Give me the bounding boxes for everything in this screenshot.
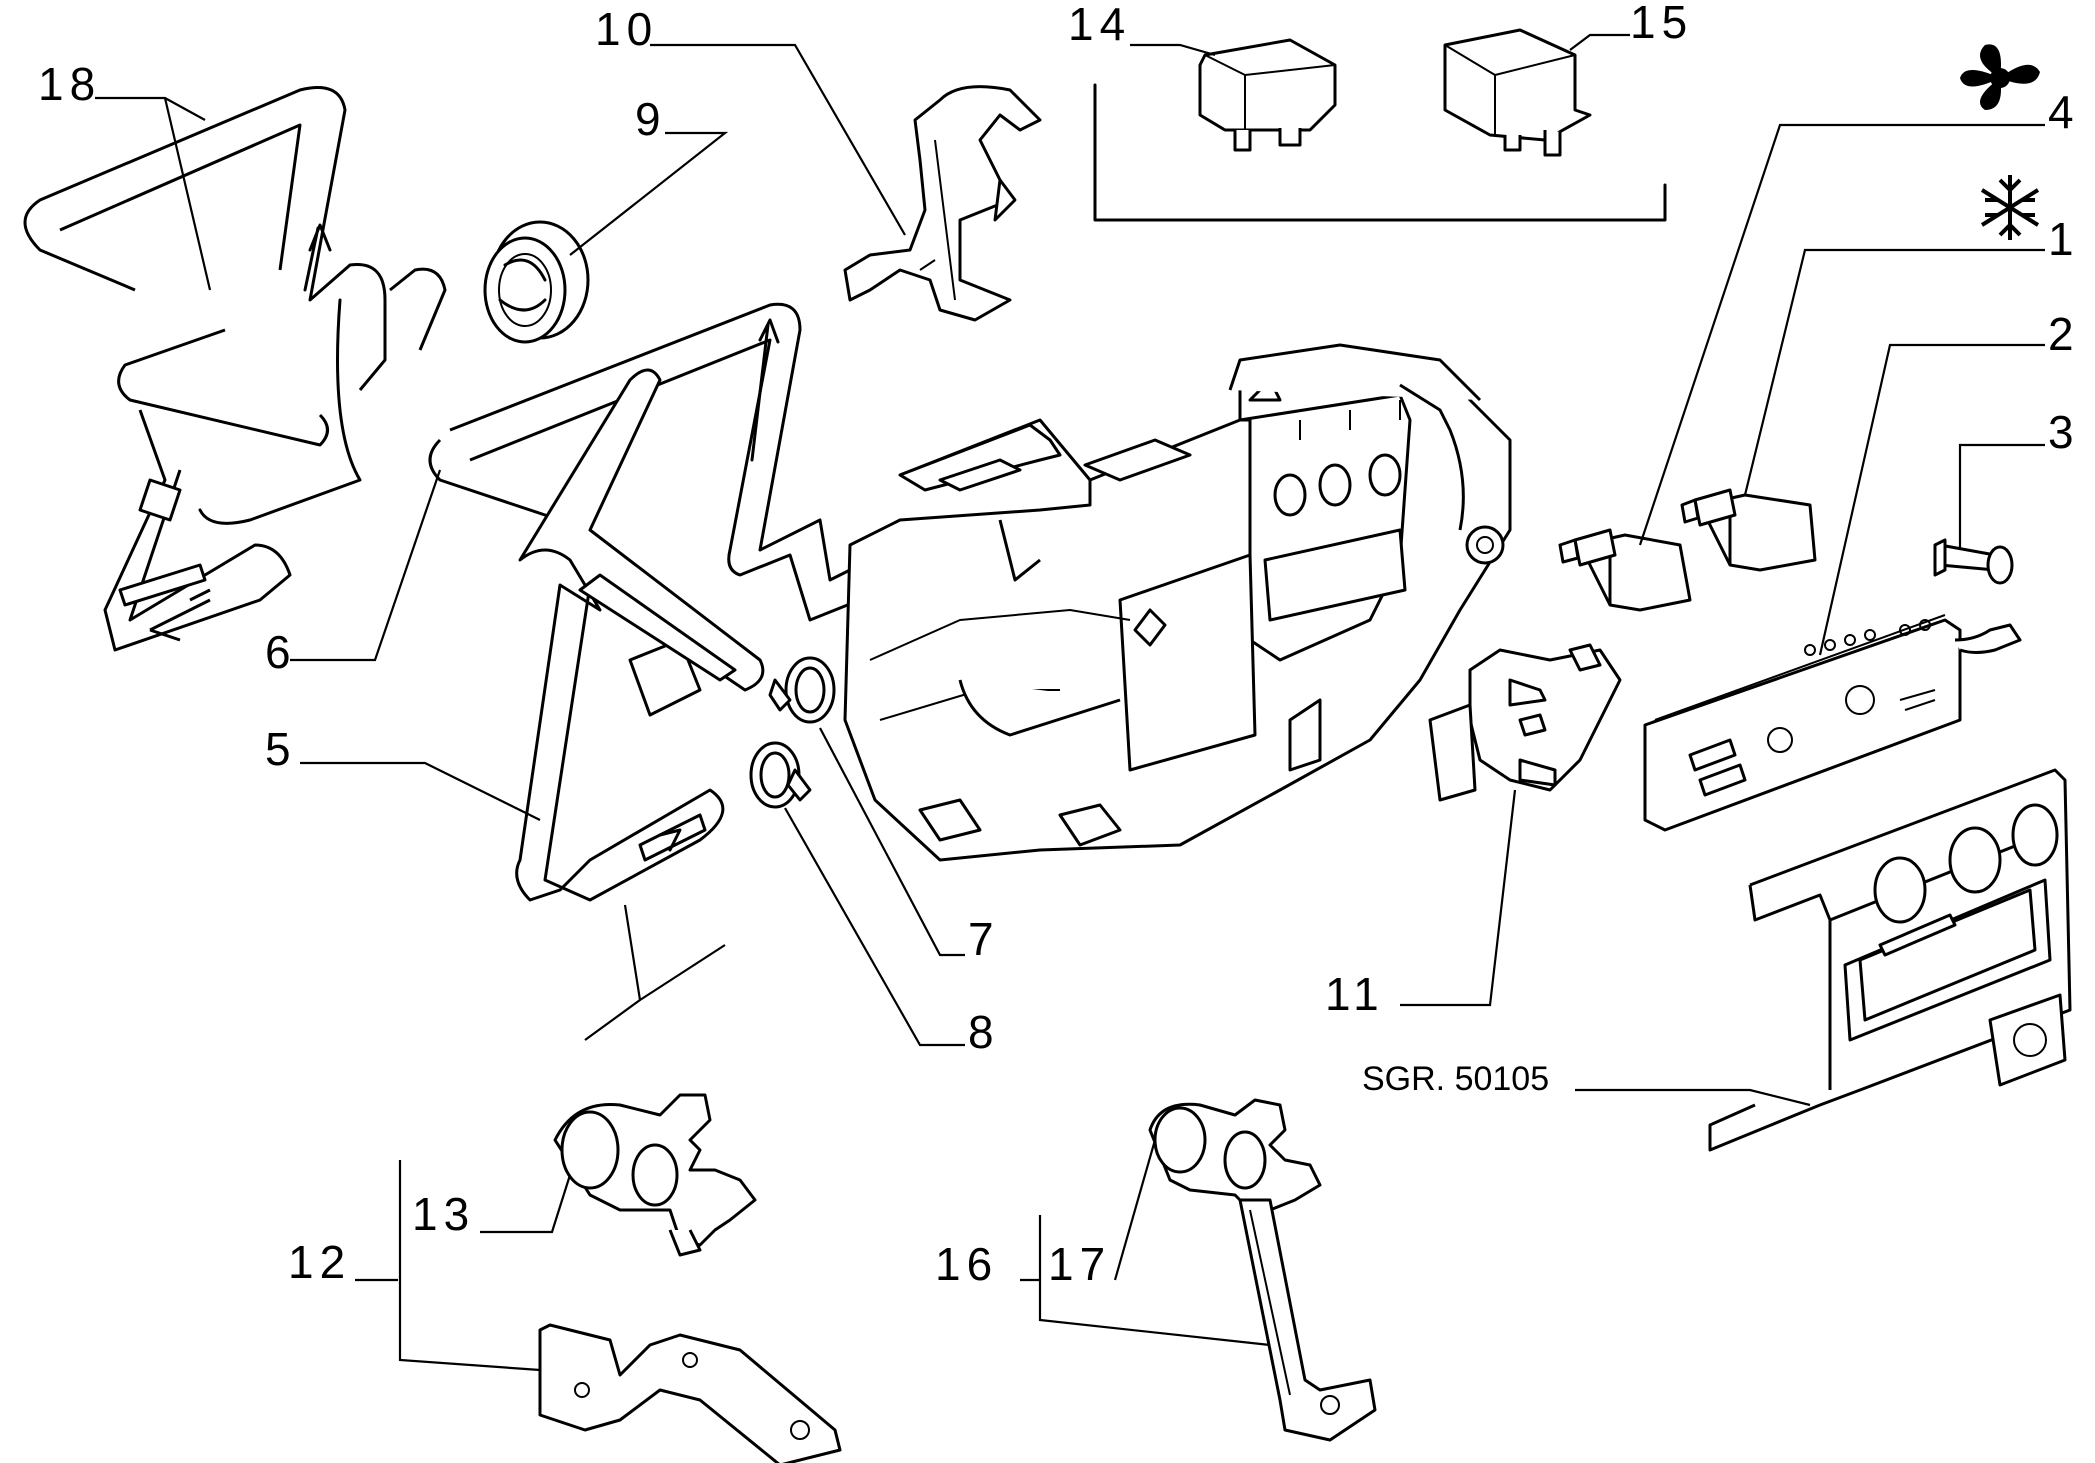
hose-clamp-7 (768, 656, 836, 724)
screw-3 (1933, 538, 2014, 585)
callout-7: 7 (968, 913, 1000, 965)
callout-11: 11 (1325, 968, 1385, 1020)
bracket-16 (1238, 1198, 1377, 1442)
callout-8: 8 (968, 1006, 1000, 1058)
callout-16: 16 (935, 1238, 998, 1290)
reference-code: SGR. 50105 (1362, 1060, 1549, 1098)
callout-17: 17 (1048, 1238, 1111, 1290)
hose-6 (428, 302, 878, 622)
callout-9: 9 (635, 93, 667, 145)
relay-14 (1198, 38, 1337, 152)
fan-icon (1960, 44, 2040, 110)
callout-6: 6 (265, 626, 297, 678)
callout-4: 4 (2048, 86, 2080, 138)
callout-14: 14 (1068, 0, 1131, 50)
callout-12: 12 (288, 1236, 351, 1288)
hose-18 (23, 86, 447, 652)
grommet-9 (483, 220, 590, 344)
switch-1 (1680, 488, 1817, 572)
hose-5 (515, 368, 765, 902)
callout-13: 13 (412, 1188, 475, 1240)
relay-group-bracket (1093, 83, 1667, 222)
heater-unit (843, 343, 1512, 862)
callout-18: 18 (38, 58, 101, 110)
callout-labels: 18 10 9 14 15 4 1 2 3 6 5 7 8 11 SGR. 50… (38, 0, 2080, 1290)
callout-3: 3 (2048, 406, 2080, 458)
hose-clamp-8 (749, 741, 812, 809)
dashboard-trim-panel (1708, 768, 2072, 1152)
callout-5: 5 (265, 723, 297, 775)
snowflake-icon (1980, 175, 2040, 240)
relay-15 (1443, 28, 1592, 157)
leader-lines (95, 33, 2045, 1372)
switch-4 (1558, 528, 1692, 612)
clip-13 (553, 1093, 757, 1257)
callout-15: 15 (1630, 0, 1693, 48)
bracket-12 (538, 1323, 842, 1463)
control-panel-2 (1643, 614, 2022, 832)
callout-1: 1 (2048, 213, 2080, 265)
clip-17 (1148, 1098, 1322, 1212)
hose-clip-10 (843, 85, 1042, 322)
switch-11 (1428, 643, 1622, 802)
callout-2: 2 (2048, 308, 2080, 360)
callout-10: 10 (595, 3, 658, 55)
